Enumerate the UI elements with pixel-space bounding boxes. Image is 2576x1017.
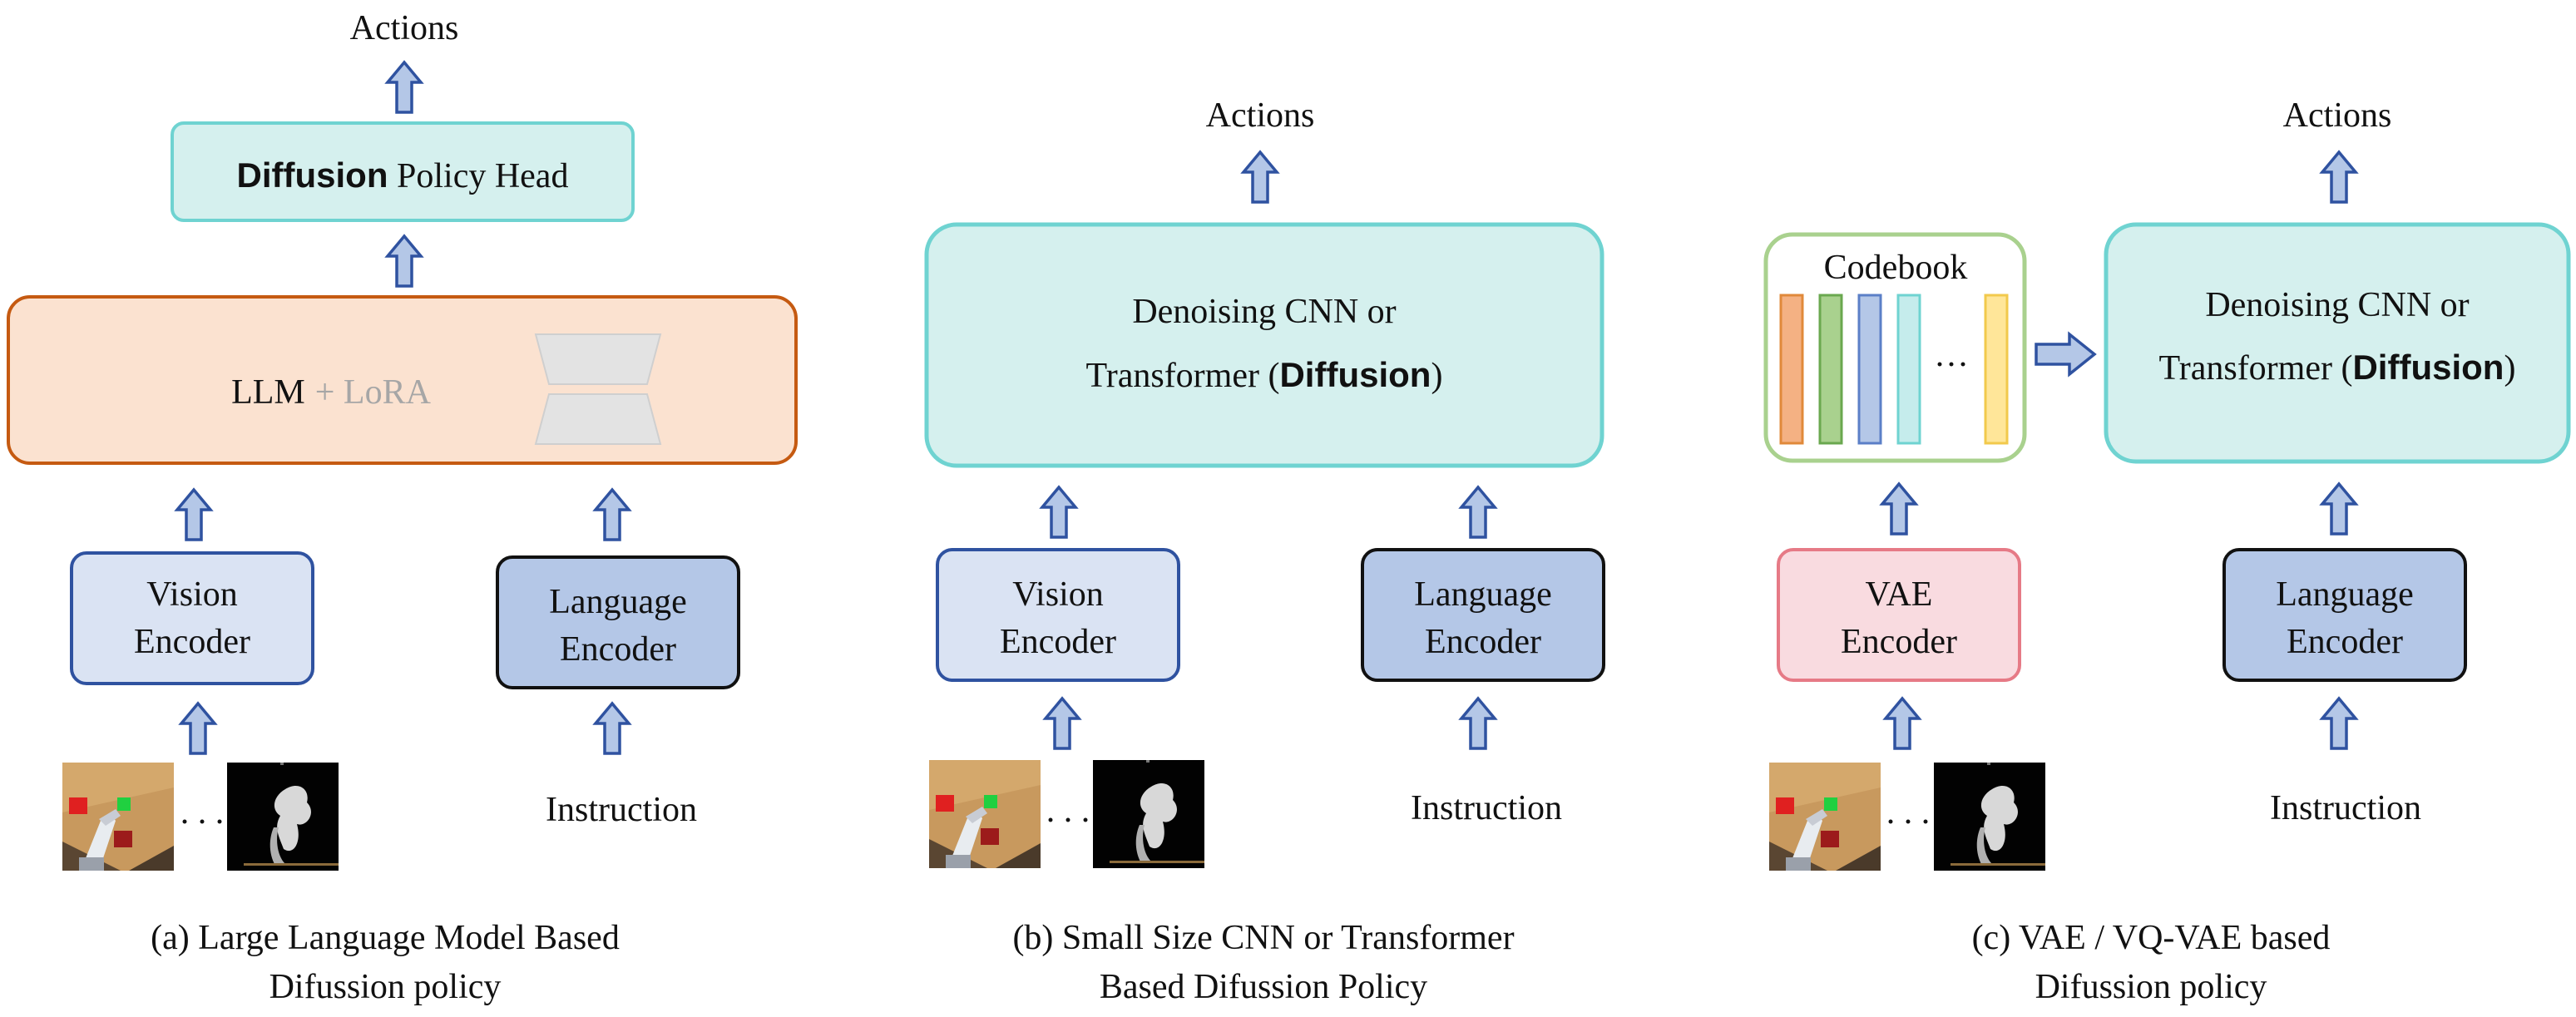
vision-encoder-line2: Encoder (134, 623, 250, 661)
image-ellipsis: . . . (1046, 792, 1090, 830)
codebook-ellipsis: ··· (1934, 346, 1969, 384)
codebook-vectors (1779, 294, 2009, 445)
language-encoder-line2: Encoder (560, 630, 676, 669)
up-arrow-icon (1044, 697, 1080, 750)
robot-arm-scene-image (929, 760, 1041, 868)
denoising-transformer-box: Denoising CNN or Transformer (Diffusion) (924, 222, 1604, 468)
instruction-label: Instruction (2270, 789, 2421, 827)
robot-arm-scene-image (1769, 763, 1881, 871)
robot-arm-mask-image (1093, 760, 1204, 868)
lora-trapezoid-icon (534, 333, 662, 445)
up-arrow-icon (386, 61, 423, 114)
panel-a: Actions Diffusion Policy Head LLM+ LoRA … (7, 9, 798, 1006)
language-encoder-box: Language Encoder (1361, 548, 1605, 682)
panel-c-caption-line1: (c) VAE / VQ-VAE based (1972, 919, 2331, 957)
panel-a-actions-label: Actions (350, 9, 459, 47)
panel-b: Actions Denoising CNN or Transformer (Di… (924, 96, 1605, 1006)
language-encoder-line1: Language (549, 583, 687, 621)
language-encoder-line2: Encoder (1425, 623, 1541, 661)
right-arrow-icon (2035, 331, 2097, 378)
codebook-vector-bar (1984, 294, 2009, 445)
codebook-vector-bar (1818, 294, 1843, 445)
denoising-transformer-box: Denoising CNN or Transformer (Diffusion) (2104, 222, 2571, 464)
panel-c: Actions Codebook ··· Denoising CNN or Tr… (1763, 96, 2571, 1006)
up-arrow-icon (1881, 482, 1917, 536)
denoising-line2: Transformer (Diffusion) (1086, 355, 1443, 395)
panel-a-caption-line1: (a) Large Language Model Based (151, 919, 620, 957)
vision-encoder-line1: Vision (146, 575, 238, 614)
up-arrow-icon (594, 702, 630, 755)
language-encoder-line1: Language (2276, 575, 2414, 614)
image-ellipsis: . . . (1886, 793, 1931, 832)
up-arrow-icon (2321, 151, 2357, 204)
llm-label: LLM+ LoRA (231, 373, 432, 412)
panel-b-caption-line1: (b) Small Size CNN or Transformer (1012, 919, 1514, 957)
panel-b-caption-line2: Based Difussion Policy (1100, 968, 1427, 1006)
instruction-label: Instruction (1411, 789, 1562, 827)
vision-encoder-line2: Encoder (1000, 623, 1116, 661)
vae-encoder-line1: VAE (1866, 575, 1933, 614)
up-arrow-icon (1460, 486, 1496, 539)
codebook-vector-bar (1779, 294, 1804, 445)
up-arrow-icon (176, 488, 212, 541)
image-ellipsis: . . . (180, 793, 225, 832)
vision-encoder-box: Vision Encoder (70, 551, 314, 685)
panel-b-actions-label: Actions (1206, 96, 1315, 135)
codebook-vector-bar (1857, 294, 1882, 445)
up-arrow-icon (1884, 697, 1921, 750)
language-encoder-box: Language Encoder (2222, 548, 2467, 682)
up-arrow-icon (180, 702, 216, 755)
diffusion-policy-head-label: Diffusion Policy Head (237, 156, 569, 195)
up-arrow-icon (386, 235, 423, 288)
codebook-box: Codebook ··· (1763, 232, 2027, 463)
up-arrow-icon (2321, 697, 2357, 750)
diffusion-policy-head-box: Diffusion Policy Head (171, 121, 635, 222)
denoising-line1: Denoising CNN or (2205, 286, 2469, 324)
robot-arm-mask-image (227, 763, 339, 871)
up-arrow-icon (2321, 482, 2357, 536)
up-arrow-icon (594, 488, 630, 541)
language-encoder-line1: Language (1414, 575, 1552, 614)
instruction-label: Instruction (546, 791, 697, 829)
vision-encoder-box: Vision Encoder (936, 548, 1180, 682)
vae-encoder-line2: Encoder (1841, 623, 1957, 661)
vae-encoder-box: VAE Encoder (1777, 548, 2021, 682)
denoising-line1: Denoising CNN or (1132, 293, 1396, 331)
codebook-vector-bar (1896, 294, 1921, 445)
denoising-line2: Transformer (Diffusion) (2159, 348, 2516, 388)
robot-arm-scene-image (62, 763, 174, 871)
language-encoder-box: Language Encoder (496, 555, 740, 689)
up-arrow-icon (1460, 697, 1496, 750)
up-arrow-icon (1242, 151, 1278, 204)
up-arrow-icon (1041, 486, 1077, 539)
codebook-label: Codebook (1824, 249, 1968, 287)
panel-c-caption-line2: Difussion policy (2035, 968, 2267, 1006)
llm-lora-box: LLM+ LoRA (7, 295, 798, 465)
panel-a-caption-line2: Difussion policy (269, 968, 502, 1006)
vision-encoder-line1: Vision (1012, 575, 1104, 614)
language-encoder-line2: Encoder (2287, 623, 2403, 661)
panel-c-actions-label: Actions (2283, 96, 2392, 135)
robot-arm-mask-image (1934, 763, 2045, 871)
